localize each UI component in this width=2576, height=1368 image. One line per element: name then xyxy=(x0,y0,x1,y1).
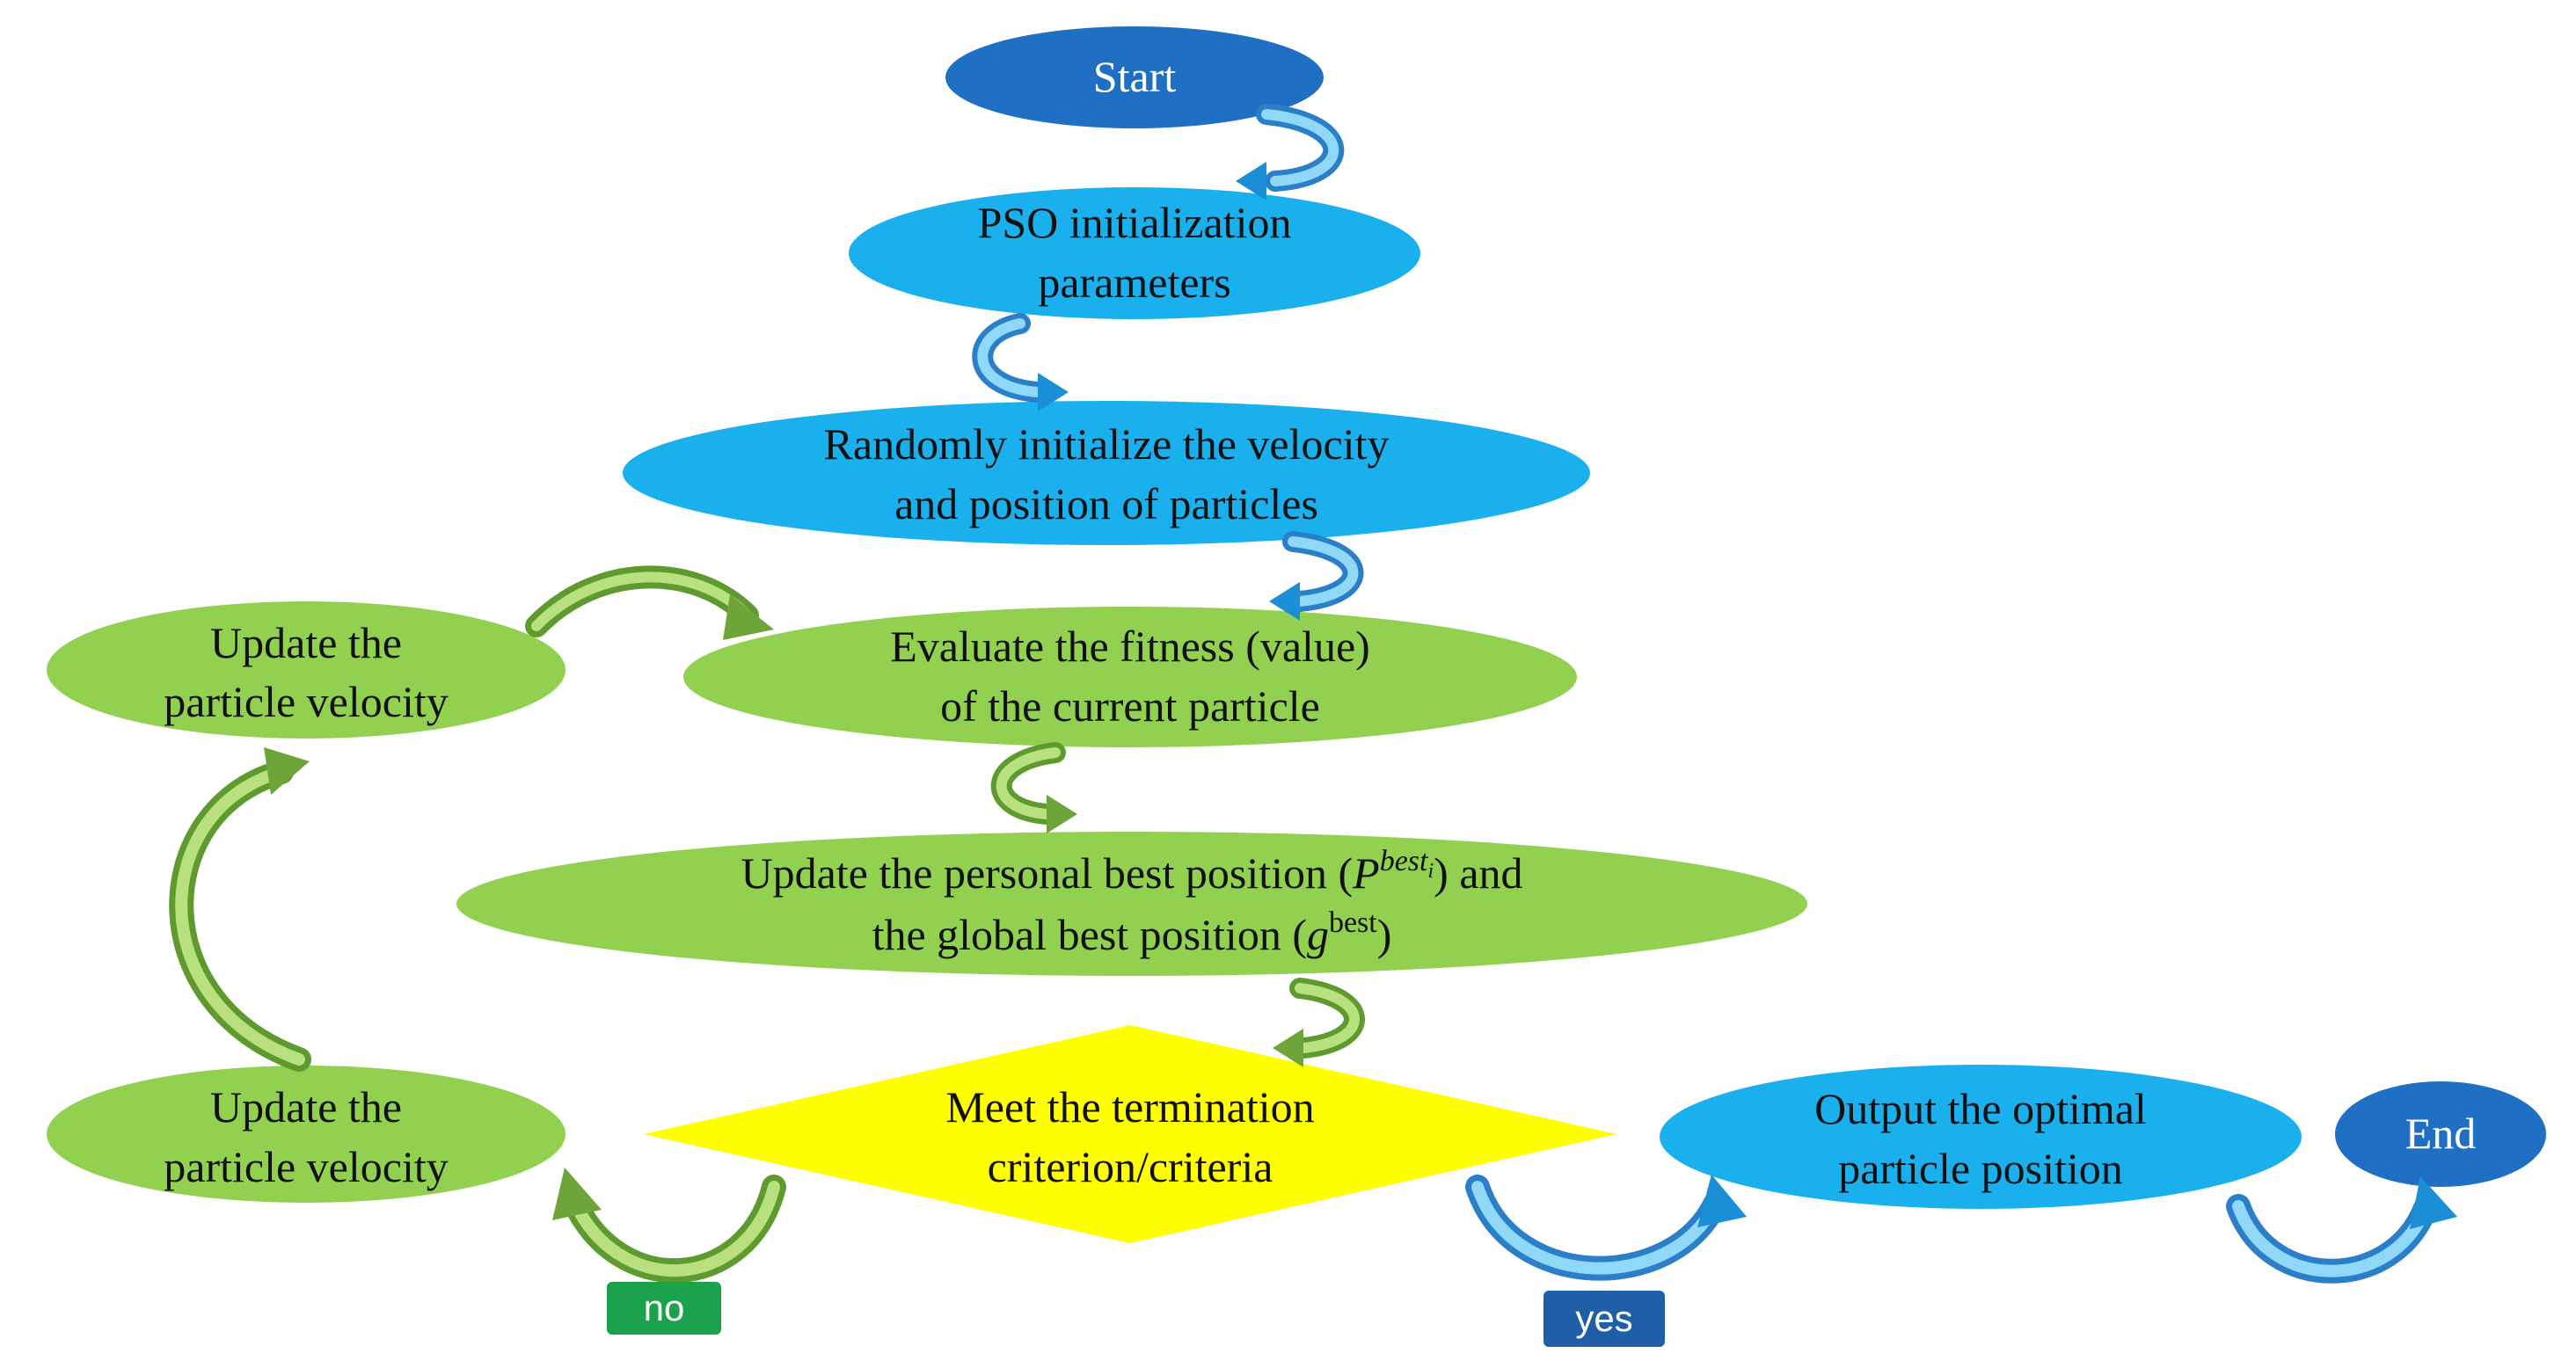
update-best-p-sup: best xyxy=(1380,845,1429,877)
update-best-line2-b: ) xyxy=(1377,910,1392,959)
badge-yes: yes xyxy=(1543,1291,1665,1347)
arrow-updatebest-to-termination xyxy=(1273,978,1365,1067)
node-update-best: Update the personal best position (Pbest… xyxy=(456,832,1807,976)
arrow-start-to-pso xyxy=(1236,104,1345,200)
node-output: Output the optimal particle position xyxy=(1660,1065,2302,1209)
arrow-bottom-velocity-to-top-velocity xyxy=(169,747,311,1072)
arrow-velocity-to-evaluate xyxy=(525,565,774,640)
node-evaluate: Evaluate the fitness (value) of the curr… xyxy=(683,607,1577,747)
update-velocity-bottom-line2: particle velocity xyxy=(164,1142,448,1191)
output-label-line1: Output the optimal xyxy=(1814,1084,2147,1133)
update-best-p-symbol: P xyxy=(1352,848,1380,898)
node-update-velocity-bottom: Update the particle velocity xyxy=(47,1066,566,1203)
update-velocity-top-line1: Update the xyxy=(210,618,402,667)
update-best-g-sup: best xyxy=(1329,906,1377,939)
update-best-line1-a: Update the personal best position ( xyxy=(741,848,1353,898)
update-best-p-sub: i xyxy=(1428,860,1434,883)
badge-no-label: no xyxy=(644,1287,685,1328)
output-label-line2: particle position xyxy=(1838,1144,2123,1193)
node-random-init: Randomly initialize the velocity and pos… xyxy=(623,401,1590,545)
node-start: Start xyxy=(945,26,1324,128)
arrow-termination-no xyxy=(552,1168,786,1284)
arrow-evaluate-to-updatebest xyxy=(990,742,1077,833)
update-best-g-symbol: g xyxy=(1307,910,1329,959)
update-best-line1-b: ) and xyxy=(1434,848,1522,898)
arrow-pso-to-random xyxy=(972,313,1069,411)
termination-label-line1: Meet the termination xyxy=(945,1082,1314,1132)
badge-yes-label: yes xyxy=(1575,1298,1632,1339)
update-best-line2-a: the global best position ( xyxy=(872,910,1307,959)
pso-init-label-line2: parameters xyxy=(1038,258,1230,307)
node-update-velocity-top: Update the particle velocity xyxy=(47,601,566,739)
arrow-random-to-evaluate xyxy=(1269,531,1364,621)
pso-init-label-line1: PSO initialization xyxy=(978,198,1292,247)
start-label: Start xyxy=(1093,52,1177,101)
evaluate-label-line1: Evaluate the fitness (value) xyxy=(890,622,1370,671)
node-pso-init: PSO initialization parameters xyxy=(849,187,1420,319)
evaluate-label-line2: of the current particle xyxy=(940,681,1320,731)
update-velocity-top-line2: particle velocity xyxy=(164,677,448,726)
termination-label-line2: criterion/criteria xyxy=(988,1142,1273,1191)
end-label: End xyxy=(2405,1109,2477,1158)
arrow-termination-yes xyxy=(1465,1175,1747,1281)
arrow-output-to-end xyxy=(2226,1176,2457,1284)
badge-no: no xyxy=(607,1282,721,1335)
update-velocity-bottom-line1: Update the xyxy=(210,1082,402,1132)
update-best-line1: Update the personal best position (Pbest… xyxy=(741,845,1522,898)
random-init-label-line2: and position of particles xyxy=(894,479,1318,528)
node-end: End xyxy=(2335,1081,2546,1187)
node-termination: Meet the termination criterion/criteria xyxy=(644,1025,1616,1243)
update-best-line2: the global best position (gbest) xyxy=(872,906,1392,959)
random-init-label-line1: Randomly initialize the velocity xyxy=(824,419,1390,469)
